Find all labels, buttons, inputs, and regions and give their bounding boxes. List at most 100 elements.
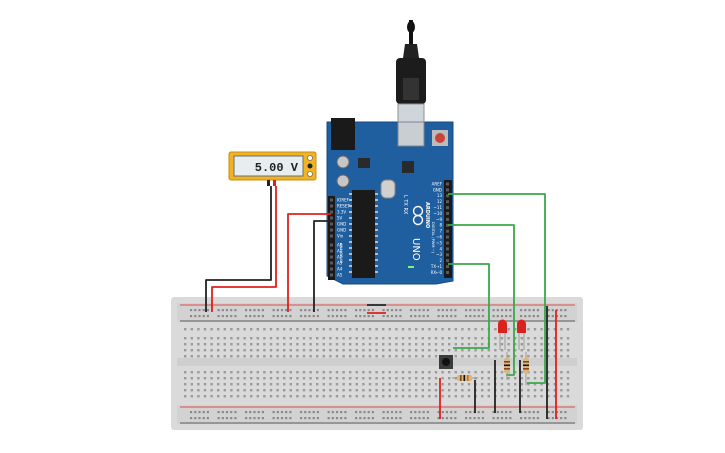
- breadboard-hole: [375, 395, 378, 398]
- digital-pin[interactable]: [446, 188, 449, 192]
- analog-pin[interactable]: [330, 267, 333, 271]
- breadboard-hole: [395, 383, 398, 386]
- breadboard-hole: [263, 349, 266, 352]
- breadboard-hole: [434, 349, 438, 352]
- power-rail-hole: [280, 315, 284, 318]
- breadboard-hole: [560, 371, 563, 374]
- breadboard-hole: [362, 389, 365, 392]
- power-rail-hole: [528, 411, 531, 414]
- power-pin[interactable]: [330, 198, 333, 202]
- breadboard-hole: [401, 349, 405, 352]
- multimeter[interactable]: 5.00 V: [228, 151, 317, 186]
- power-pin[interactable]: [330, 210, 333, 214]
- breadboard-hole: [217, 349, 220, 352]
- breadboard-hole: [527, 337, 530, 340]
- power-rail-hole: [249, 315, 252, 318]
- power-rail-hole: [418, 309, 421, 312]
- breadboard-hole: [560, 355, 563, 358]
- breadboard-hole: [553, 383, 556, 386]
- digital-pin[interactable]: [446, 217, 449, 221]
- power-rail-hole: [560, 309, 563, 312]
- analog-pin[interactable]: [330, 243, 333, 247]
- breadboard-hole: [203, 377, 207, 380]
- pushbutton[interactable]: [439, 355, 453, 369]
- breadboard-hole: [230, 349, 233, 352]
- digital-pin[interactable]: [446, 206, 449, 210]
- digital-pin[interactable]: [446, 182, 449, 186]
- digital-pin[interactable]: [446, 194, 449, 198]
- analog-pin[interactable]: [330, 273, 333, 277]
- breadboard-hole: [461, 395, 464, 398]
- chip-leg: [349, 199, 352, 201]
- breadboard-hole: [236, 371, 240, 374]
- breadboard-hole: [184, 395, 187, 398]
- breadboard-hole: [382, 355, 385, 358]
- breadboard-hole: [283, 383, 286, 386]
- reset-button[interactable]: [435, 133, 445, 143]
- breadboard-hole: [487, 349, 490, 352]
- power-rail-hole: [344, 417, 347, 420]
- breadboard-hole: [269, 328, 273, 331]
- breadboard-hole: [276, 328, 279, 331]
- breadboard-hole: [210, 377, 213, 380]
- power-rail-hole: [520, 309, 523, 312]
- arduino-uno-board[interactable]: AREFGND1312~11~10~987~6~54~32TX→1RX←0IOR…: [326, 118, 454, 285]
- digital-pin[interactable]: [446, 247, 449, 251]
- power-pin[interactable]: [330, 228, 333, 232]
- power-rail-hole: [532, 309, 535, 312]
- breadboard-hole: [243, 377, 246, 380]
- digital-pin[interactable]: [446, 241, 449, 245]
- digital-pin[interactable]: [446, 265, 449, 269]
- digital-pin[interactable]: [446, 271, 449, 274]
- breadboard-hole: [349, 328, 352, 331]
- breadboard-hole: [514, 377, 517, 380]
- breadboard-hole: [520, 355, 523, 358]
- power-rail-hole: [217, 417, 220, 420]
- digital-pin[interactable]: [446, 235, 449, 239]
- power-pin[interactable]: [330, 222, 333, 226]
- power-rail-hole: [555, 417, 559, 420]
- breadboard-hole: [514, 383, 517, 386]
- resistor-led-1-band2: [504, 364, 510, 367]
- breadboard-hole: [540, 355, 543, 358]
- analog-pin[interactable]: [330, 249, 333, 253]
- power-rail-hole: [217, 309, 220, 312]
- breadboard-hole: [500, 337, 504, 340]
- pushbutton-cap[interactable]: [442, 358, 450, 366]
- power-rail-hole: [289, 417, 292, 420]
- breadboard-hole: [428, 389, 431, 392]
- power-rail-hole: [206, 417, 209, 420]
- power-rail-hole: [564, 309, 567, 312]
- usb-strain-relief: [403, 44, 419, 58]
- digital-pin[interactable]: [446, 253, 449, 257]
- power-rail-hole: [300, 411, 303, 414]
- digital-pin[interactable]: [446, 223, 449, 227]
- power-rail-hole: [528, 309, 531, 312]
- breadboard-hole: [507, 395, 510, 398]
- power-pin[interactable]: [330, 234, 333, 238]
- digital-pin[interactable]: [446, 200, 449, 204]
- breadboard-hole: [368, 395, 372, 398]
- power-pin[interactable]: [330, 216, 333, 220]
- breadboard-hole: [210, 355, 213, 358]
- breadboard-hole: [494, 355, 497, 358]
- power-rail-hole: [399, 411, 402, 414]
- breadboard-hole: [428, 343, 431, 346]
- analog-pin[interactable]: [330, 261, 333, 265]
- digital-pin[interactable]: [446, 212, 449, 215]
- breadboard-hole: [547, 355, 550, 358]
- power-rail-hole: [280, 411, 284, 414]
- power-pin[interactable]: [330, 204, 333, 208]
- breadboard-hole: [316, 328, 319, 331]
- chip-leg: [349, 253, 352, 255]
- analog-header: [328, 240, 335, 280]
- digital-pin[interactable]: [446, 259, 449, 263]
- analog-pin[interactable]: [330, 255, 333, 259]
- breadboard-hole: [547, 337, 550, 340]
- breadboard-hole: [454, 383, 457, 386]
- breadboard-hole: [441, 349, 444, 352]
- digital-pin-label: AREF: [432, 181, 443, 186]
- breadboard-hole: [223, 328, 226, 331]
- digital-pin[interactable]: [446, 229, 449, 233]
- breadboard-hole: [560, 377, 563, 380]
